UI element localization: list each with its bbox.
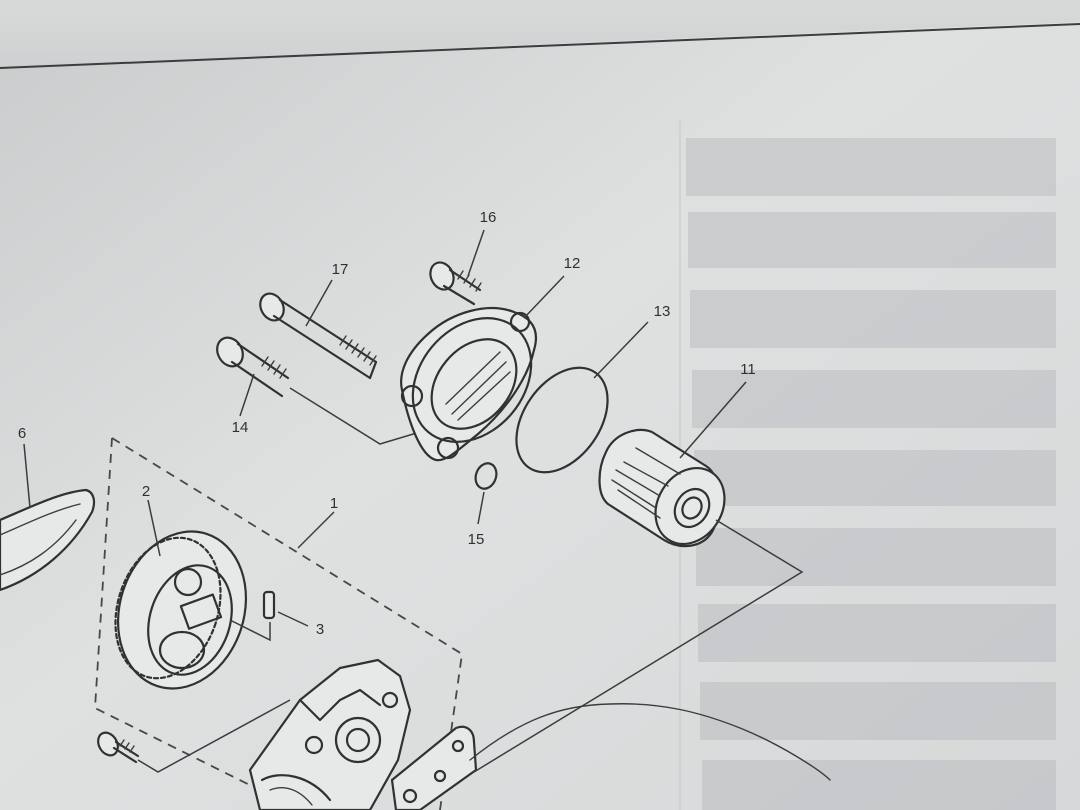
parts-table-showthrough (679, 120, 1056, 810)
callout-14: 14 (232, 419, 249, 436)
part-17-long-bolt (259, 279, 378, 380)
part-6-leader (23, 443, 31, 509)
table-row (702, 760, 1056, 810)
part-bolt-lower-left (97, 699, 291, 773)
part-1-leader (297, 511, 335, 549)
part-12-filter-cover (400, 275, 565, 462)
callout-11: 11 (740, 361, 756, 378)
table-row (700, 682, 1056, 740)
page-fold-region (0, 0, 1080, 66)
callout-15: 15 (468, 531, 485, 548)
callout-6: 6 (18, 425, 26, 442)
part-2-leader (147, 499, 161, 557)
table-row (696, 528, 1056, 586)
assembly-boundary-left (94, 437, 301, 810)
part-14-bolt (216, 336, 421, 445)
part-3-dowel-pin (229, 590, 309, 642)
table-row (692, 370, 1056, 428)
part-15-small-o-ring (474, 462, 498, 525)
callout-3: 3 (316, 621, 324, 638)
table-row (686, 138, 1056, 196)
part-2-pump-rotor (114, 530, 248, 690)
table-row (698, 604, 1056, 662)
callout-2: 2 (142, 483, 150, 500)
callout-13: 13 (654, 303, 671, 320)
pump-body-housing (248, 658, 412, 810)
part-6-chain-guide (0, 488, 96, 592)
part-16-short-bolt (429, 229, 485, 306)
callout-1: 1 (330, 495, 338, 512)
part-11-oil-filter-element (473, 381, 804, 773)
table-row (690, 290, 1056, 348)
part-13-large-o-ring (515, 321, 649, 474)
callout-16: 16 (480, 209, 497, 226)
oil-strainer-plate (390, 703, 831, 810)
table-row (688, 212, 1056, 268)
callout-17: 17 (332, 261, 349, 278)
callout-12: 12 (564, 255, 581, 272)
table-row (694, 450, 1056, 506)
page-edge-line (0, 23, 1080, 69)
